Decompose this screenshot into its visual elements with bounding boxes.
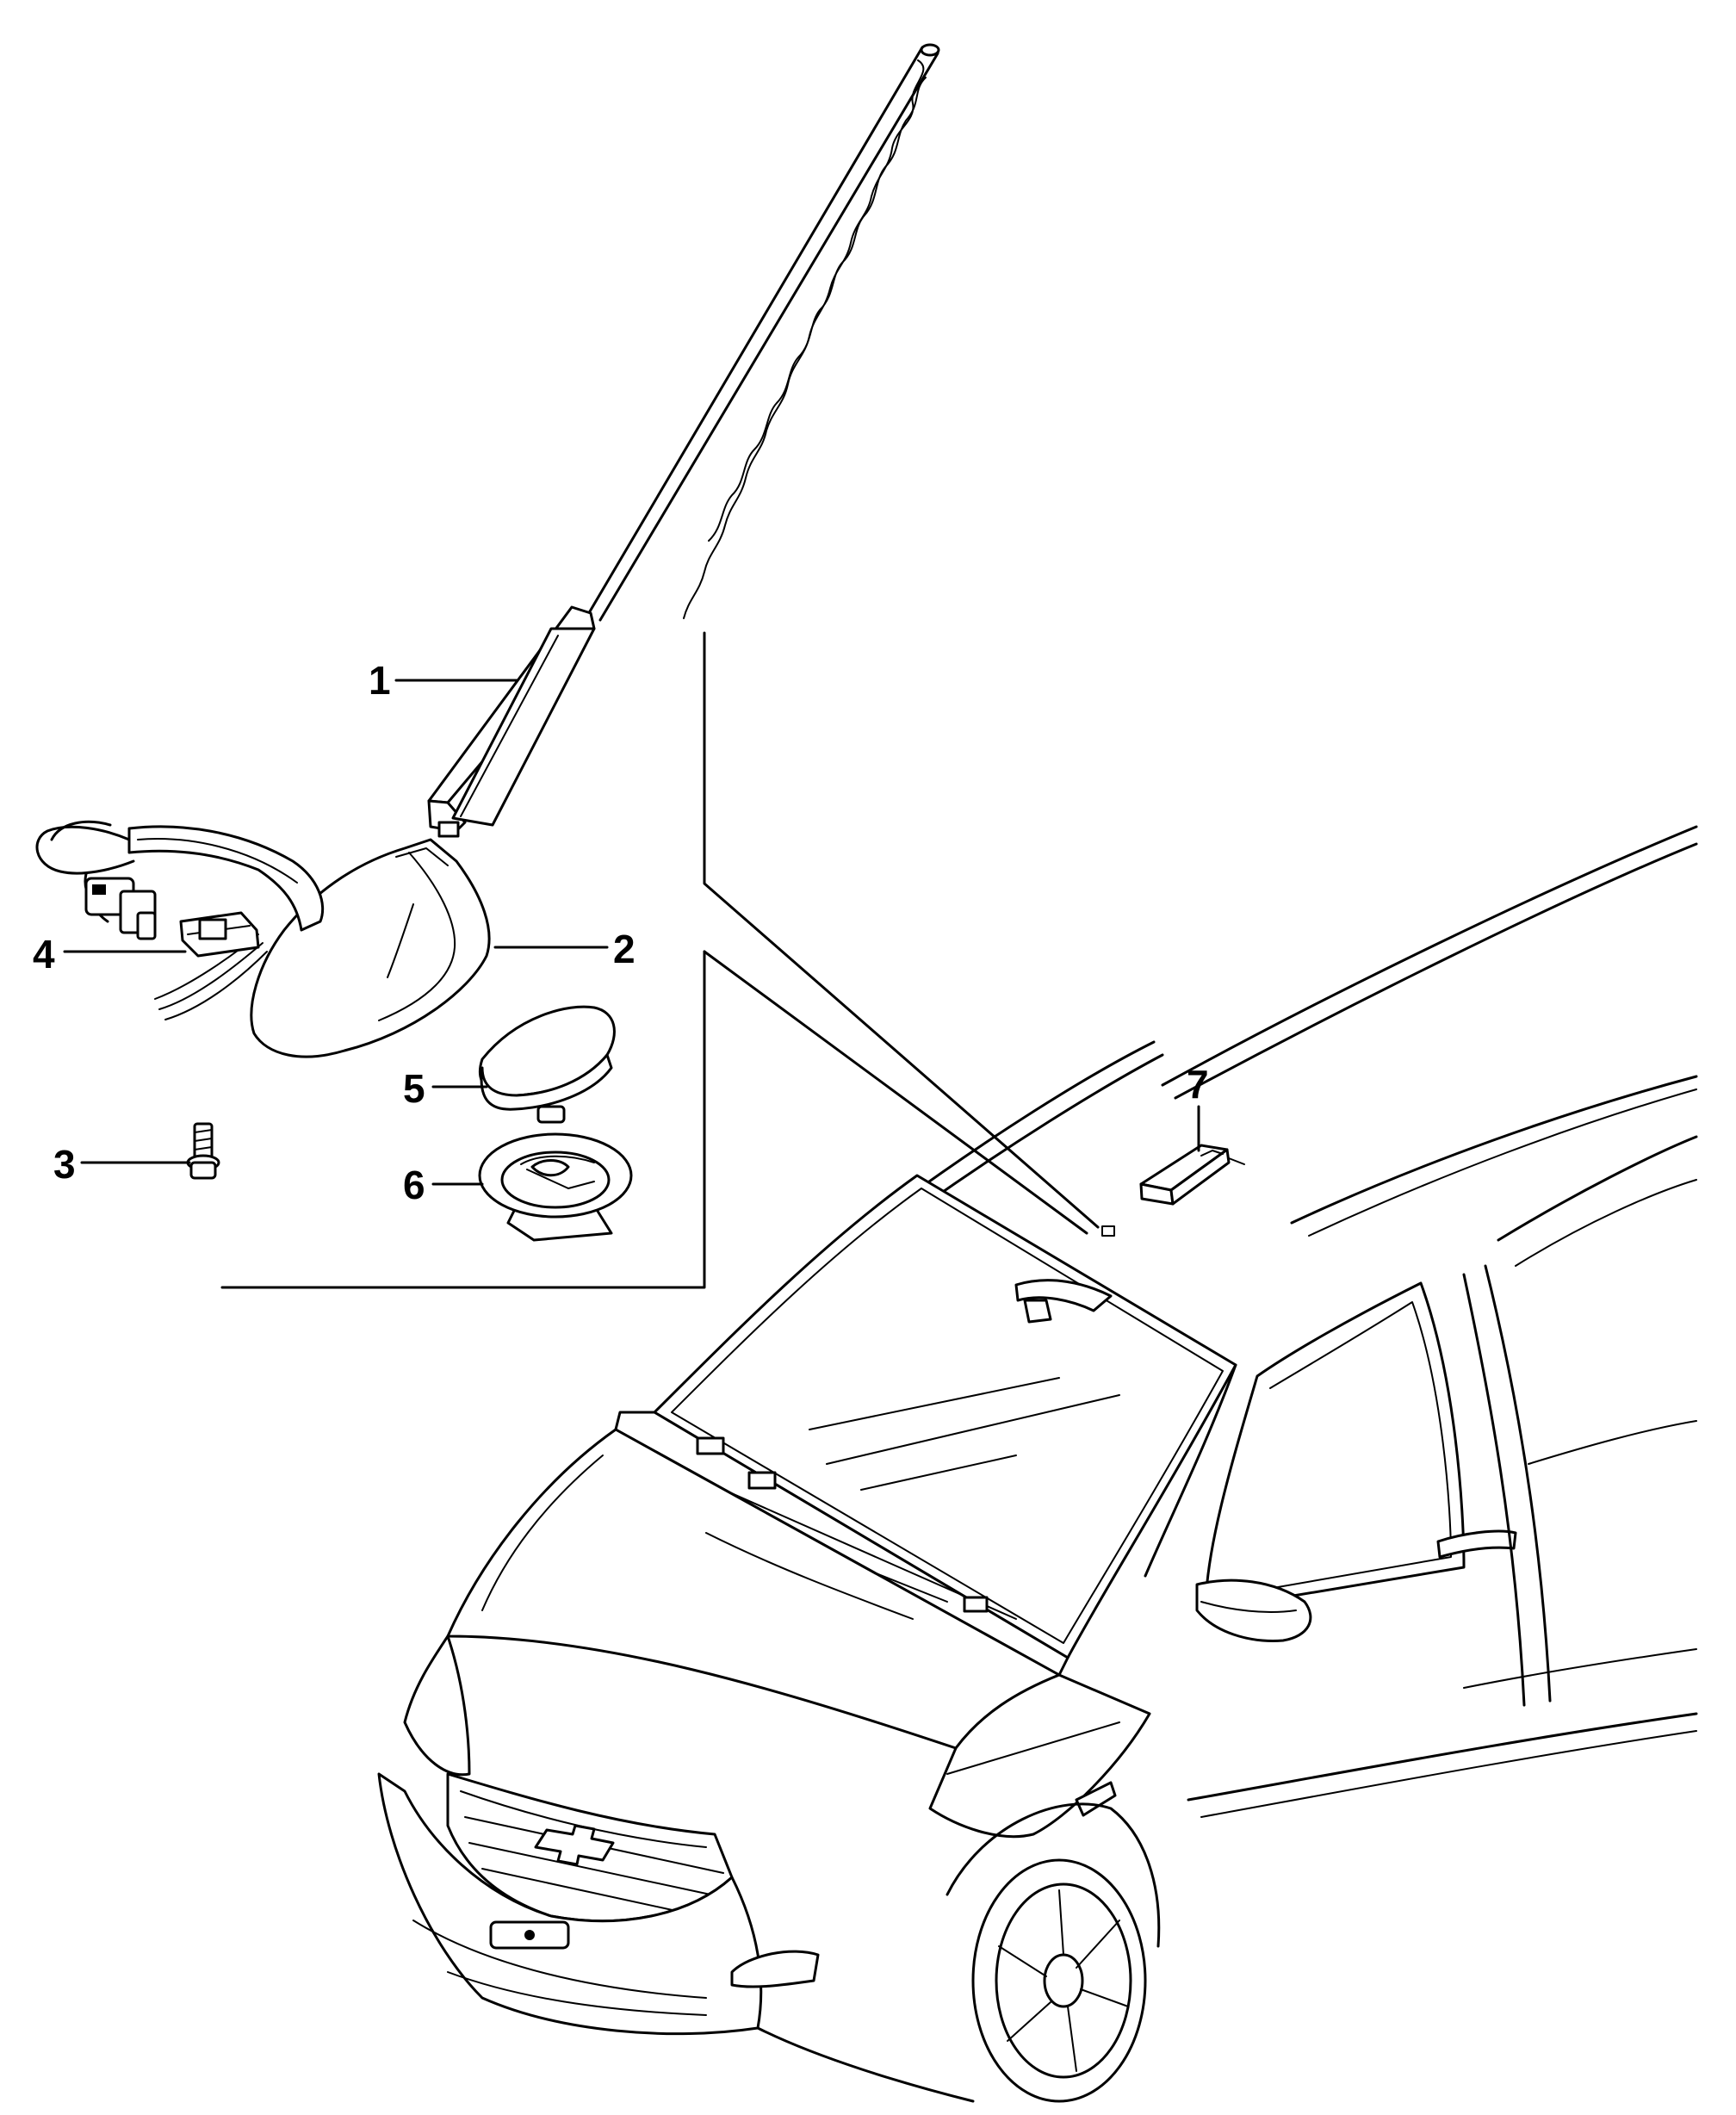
grommet-icon [478,1132,633,1242]
antenna-mast-icon [427,43,940,838]
antenna-cover-icon [478,1005,616,1124]
callout-label-3: 3 [53,1142,76,1187]
callout-label-1: 1 [369,658,391,703]
callout-label-2: 2 [613,927,636,971]
detail-frame [220,631,1115,1289]
antenna-base-icon [35,820,491,1058]
car-icon [377,825,1698,2103]
callout-leaders [63,679,1200,1186]
callout-label-7: 7 [1187,1062,1209,1107]
screw-icon [186,1122,220,1180]
module-icon [1139,1144,1245,1206]
connector-icon [84,877,260,958]
callout-label-4: 4 [33,932,55,977]
callout-label-5: 5 [403,1066,425,1111]
callout-label-6: 6 [403,1163,425,1207]
